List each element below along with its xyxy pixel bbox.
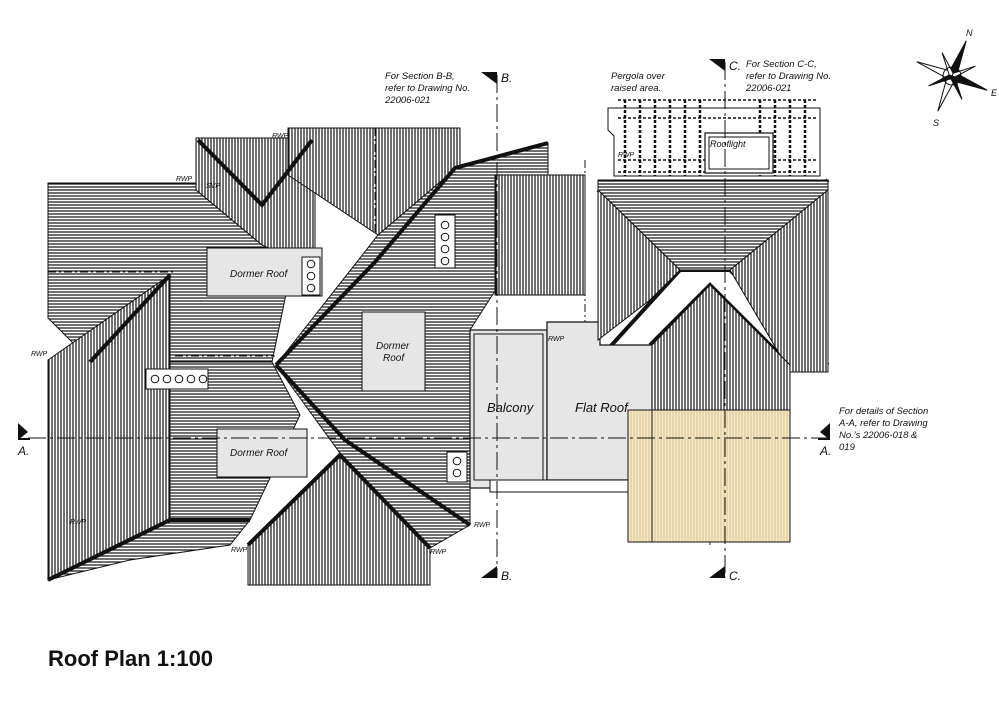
chevron-roof-area xyxy=(494,174,586,296)
label-rwp-6: RWP xyxy=(430,549,447,556)
ridge-central-diagonal-lower xyxy=(274,363,472,527)
label-rwp-3: RWP xyxy=(31,351,48,358)
chimney-vents xyxy=(145,214,468,483)
dormer-roof-2 xyxy=(361,311,426,392)
rooflight-frame xyxy=(704,132,774,174)
label-rwp-4: RWP xyxy=(70,519,87,526)
label-svp: SVP xyxy=(206,183,220,190)
timber-deck xyxy=(627,409,791,543)
dormers xyxy=(206,247,426,478)
section-a-left: A. xyxy=(17,444,29,458)
note-b-1: For Section B-B, xyxy=(385,71,455,82)
label-rwp-2: RWP xyxy=(176,176,193,183)
compass-n: N xyxy=(966,28,973,38)
label-rwp-1: RWP xyxy=(272,133,289,140)
section-c-top: C. xyxy=(729,59,741,73)
label-pergola-1: Pergola over xyxy=(611,71,666,82)
note-b-2: refer to Drawing No. xyxy=(385,83,470,94)
label-rwp-8: RWP xyxy=(548,336,565,343)
label-pergola-2: raised area. xyxy=(611,83,661,94)
label-dormer-roof-2a: Dormer xyxy=(376,341,410,352)
compass-rose xyxy=(916,40,988,112)
ridge-central-diagonal xyxy=(274,141,549,367)
label-dormer-roof-2b: Roof xyxy=(383,353,405,364)
label-dormer-roof-1: Dormer Roof xyxy=(230,269,288,280)
section-a-right: A. xyxy=(819,444,831,458)
drawing-labels: Dormer Roof Dormer Roof Dormer Roof Balc… xyxy=(17,28,998,583)
label-flat-roof: Flat Roof xyxy=(575,400,629,415)
right-roof-block xyxy=(597,179,829,543)
drawing-title: Roof Plan 1:100 xyxy=(48,646,214,671)
section-b-top: B. xyxy=(501,71,512,85)
middle-section xyxy=(469,174,653,493)
ridge-southwest-hip xyxy=(47,518,250,582)
section-c-bottom: C. xyxy=(729,569,741,583)
compass-s: S xyxy=(933,118,939,128)
label-rooflight: Rooflight xyxy=(710,139,746,149)
balcony-area xyxy=(469,329,548,489)
note-a-3: No.'s 22006-018 & xyxy=(839,430,917,441)
note-b-3: 22006-021 xyxy=(384,95,430,106)
note-c-3: 22006-021 xyxy=(745,83,791,94)
label-dormer-roof-3: Dormer Roof xyxy=(230,448,288,459)
label-balcony: Balcony xyxy=(487,400,535,415)
note-c-2: refer to Drawing No. xyxy=(746,71,831,82)
right-roof-west xyxy=(597,188,681,342)
compass-e: E xyxy=(991,88,998,98)
section-lines xyxy=(28,62,830,578)
dormer-roof-3 xyxy=(216,428,308,478)
note-a-4: 019 xyxy=(839,442,856,453)
label-rwp-5: RWP xyxy=(231,547,248,554)
section-b-bottom: B. xyxy=(501,569,512,583)
note-c-1: For Section C-C, xyxy=(746,59,817,70)
ridge-west-hip xyxy=(88,273,172,364)
label-rwp-7: RWP xyxy=(474,522,491,529)
pergola xyxy=(607,99,821,177)
right-roof-lower-gable xyxy=(651,284,791,411)
note-a-1: For details of Section xyxy=(839,406,928,417)
note-a-2: A-A, refer to Drawing xyxy=(838,418,928,429)
section-markers xyxy=(18,59,830,578)
label-rwp-9: RWP xyxy=(618,152,635,159)
